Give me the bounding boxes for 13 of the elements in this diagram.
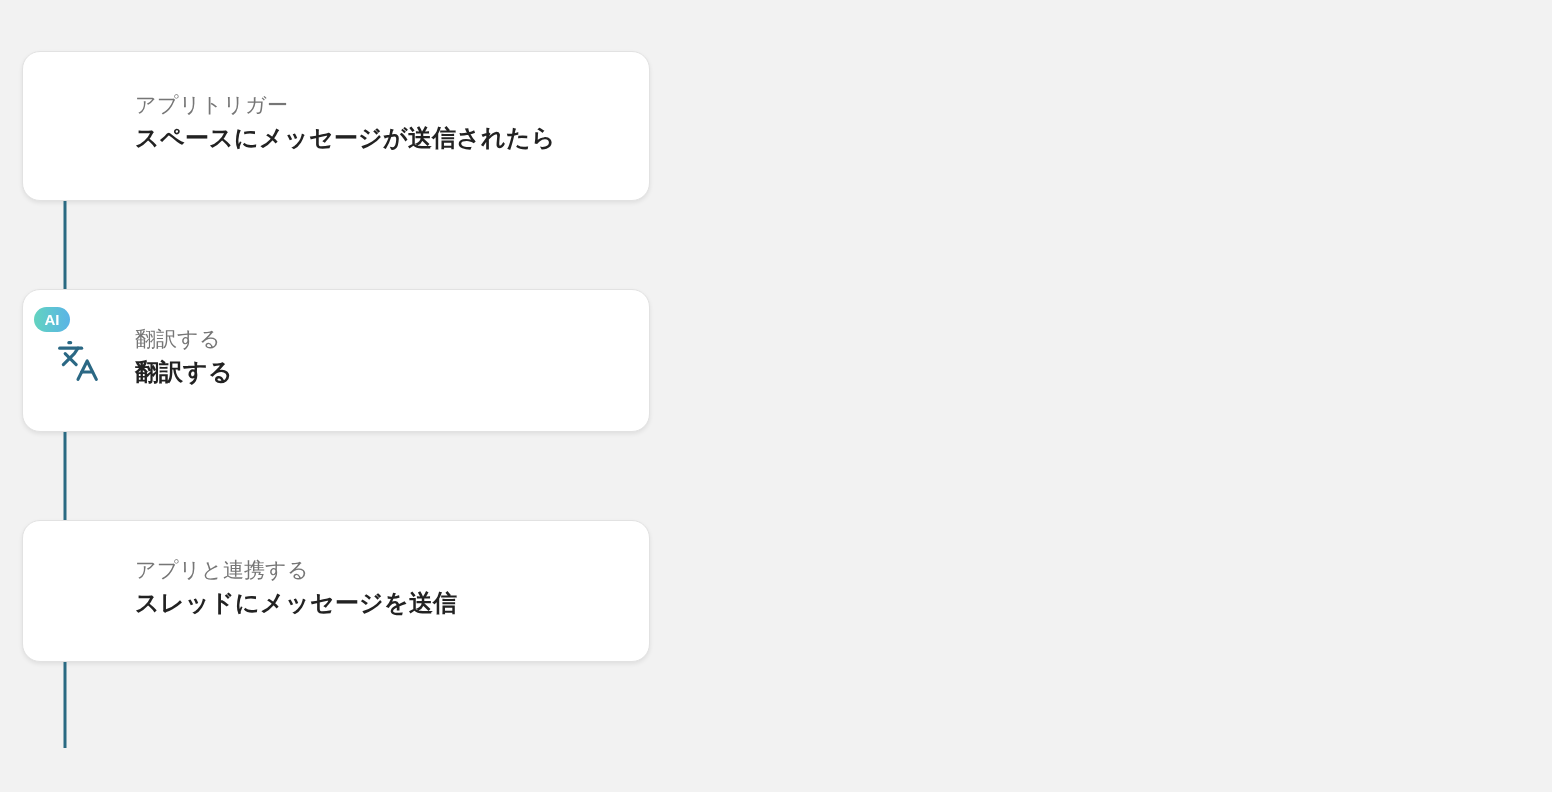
connector-line: [63, 201, 67, 289]
step-title: スペースにメッセージが送信されたら: [135, 122, 557, 153]
step-card: [22, 520, 650, 662]
step-category: アプリと連携する: [135, 556, 310, 583]
step-card: [22, 289, 650, 432]
connector-line: [63, 432, 67, 520]
step-category: アプリトリガー: [135, 91, 289, 118]
step-title: 翻訳する: [135, 357, 234, 387]
step-title: スレッドにメッセージを送信: [135, 587, 458, 618]
step-card: [22, 51, 650, 201]
ai-badge: AI: [34, 307, 70, 332]
connector-line: [63, 662, 67, 748]
step-category: 翻訳する: [135, 326, 222, 352]
